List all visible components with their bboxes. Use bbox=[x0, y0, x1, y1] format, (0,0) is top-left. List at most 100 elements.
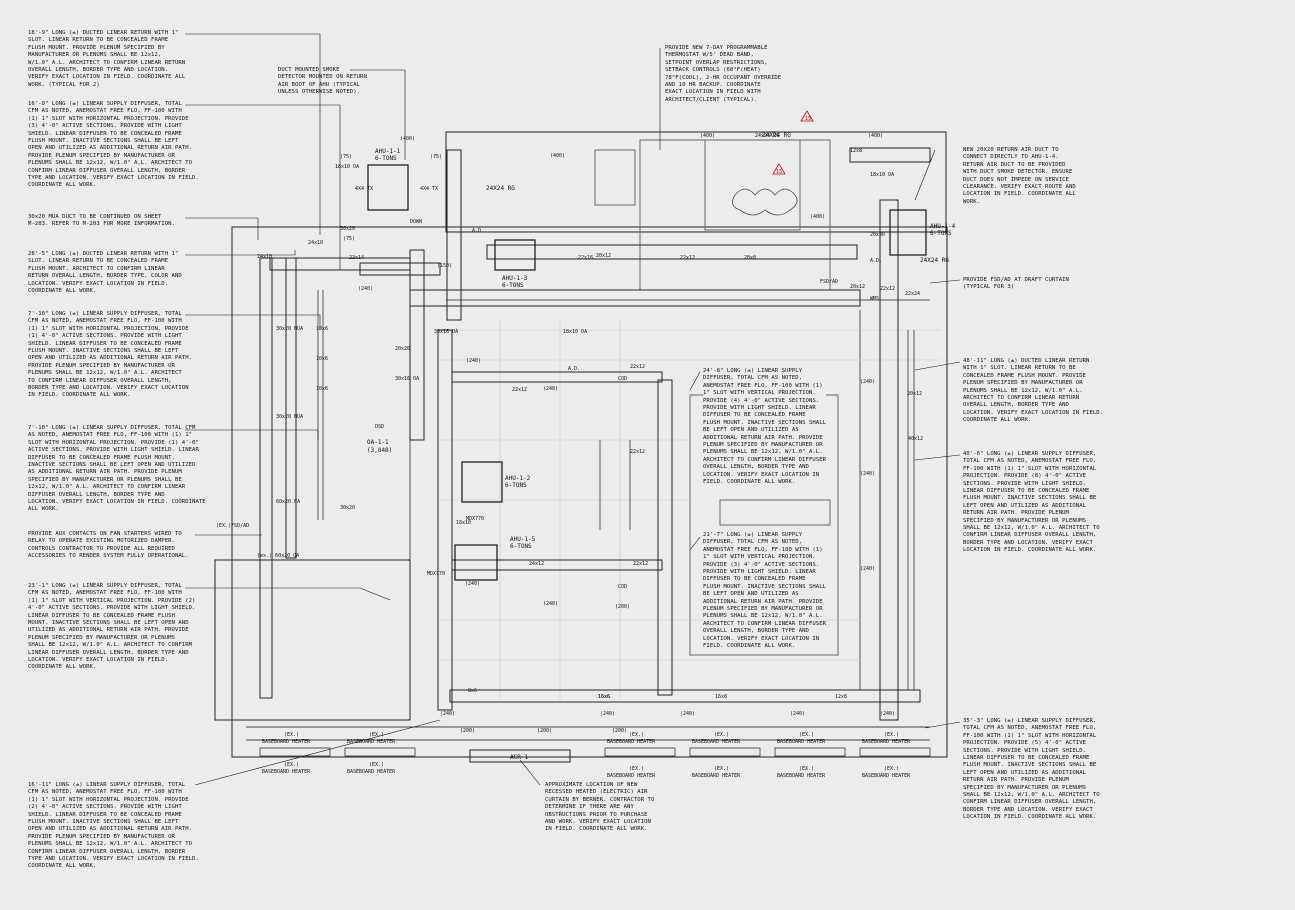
duct-size-label: 24x12 bbox=[529, 561, 544, 567]
ahu-1-3-tons: 6-TONS bbox=[502, 282, 524, 289]
duct-size-label: 12x8 bbox=[850, 148, 862, 154]
baseboard-heater-label: (EX.) bbox=[369, 762, 384, 768]
baseboard-heater-label: BASEBOARD HEATER bbox=[777, 739, 826, 745]
baseboard-heater-label: (EX.) bbox=[629, 732, 644, 738]
cfm-label: (400) bbox=[550, 153, 565, 159]
duct-size-label: 18x10 bbox=[456, 520, 471, 526]
baseboard-heater-label: (EX.) bbox=[799, 766, 814, 772]
cloud-symbol bbox=[732, 188, 798, 216]
return-grille-tag: 24X24 RG bbox=[762, 132, 791, 139]
duct-size-label: 20x12 bbox=[596, 253, 611, 259]
duct-size-label: 40x12 bbox=[908, 436, 923, 442]
baseboard-heater-label: (EX.) bbox=[884, 732, 899, 738]
ahu-1-2-tag: AHU-1-3 bbox=[502, 275, 528, 282]
duct-size-label: 18x10 OA bbox=[870, 172, 894, 178]
duct-size-label: MDX770 bbox=[466, 516, 484, 522]
duct-size-label: 30x20 MUA bbox=[276, 414, 303, 420]
note-linear-supply-24ft: 24'-8" LONG (±) LINEAR SUPPLY DIFFUSER, … bbox=[703, 368, 827, 487]
duct-size-label: 60x20 FA bbox=[276, 499, 300, 505]
cfm-label: (75) bbox=[430, 154, 442, 160]
baseboard-heater-label: (EX.) bbox=[884, 766, 899, 772]
acr-box bbox=[469, 749, 571, 763]
cfm-label: (240) bbox=[440, 711, 455, 717]
note-air-curtain: APPROXIMATE LOCATION OF NEW RECESSED HEA… bbox=[545, 782, 655, 833]
note-return-air-duct: NEW 20X20 RETURN AIR DUCT TO CONNECT DIR… bbox=[963, 147, 1076, 205]
note-thermostat: PROVIDE NEW 7-DAY PROGRAMMABLE THERMOSTA… bbox=[665, 45, 782, 103]
rear-room-inner bbox=[704, 139, 801, 231]
leader-lines bbox=[185, 33, 961, 786]
cfm-label: (150) bbox=[437, 263, 452, 269]
duct-size-label: 22x12 bbox=[633, 561, 648, 567]
baseboard-heater-label: BASEBOARD HEATER bbox=[862, 739, 911, 745]
cfm-label: (240) bbox=[543, 386, 558, 392]
acr-1-tag: ACR-1 bbox=[510, 754, 528, 761]
revision-number-2: 15 bbox=[776, 169, 782, 175]
duct-size-label: 16x6 bbox=[598, 694, 610, 700]
note-linear-supply-7ft-b: 7'-10" LONG (±) LINEAR SUPPLY DIFFUSER, … bbox=[28, 425, 206, 513]
heater-label-layer: (EX.)BASEBOARD HEATER(EX.)BASEBOARD HEAT… bbox=[262, 732, 911, 779]
note-linear-return-48ft: 48'-11" LONG (±) DUCTED LINEAR RETURN WI… bbox=[963, 358, 1104, 424]
cfm-label: (240) bbox=[358, 286, 373, 292]
shaft bbox=[594, 149, 636, 206]
duct-size-label: 20x8 bbox=[744, 255, 756, 261]
baseboard-heater-label: BASEBOARD HEATER bbox=[862, 773, 911, 779]
baseboard-heater-label: BASEBOARD HEATER bbox=[347, 739, 396, 745]
duct-size-label: 20x30 bbox=[870, 232, 885, 238]
duct-size-label: FSD/AD bbox=[820, 279, 838, 285]
cfm-label: (240) bbox=[465, 581, 480, 587]
duct-size-label: 8x6 bbox=[468, 688, 477, 694]
cfm-label: (240) bbox=[543, 601, 558, 607]
duct-size-label: 10x6 bbox=[316, 386, 328, 392]
duct-size-label: A.D. bbox=[568, 366, 580, 372]
note-linear-supply-21ft: 21'-7" LONG (±) LINEAR SUPPLY DIFFUSER, … bbox=[703, 532, 827, 651]
note-linear-supply-7ft-a: 7'-10" LONG (±) LINEAR SUPPLY DIFFUSER, … bbox=[28, 311, 193, 399]
duct-size-label: 24x24 RG bbox=[755, 133, 779, 139]
duct-size-label: 24x10 bbox=[257, 254, 272, 260]
cfm-label: (400) bbox=[400, 136, 415, 142]
duct-size-label: MDX770 bbox=[427, 571, 445, 577]
note-aux-contacts: PROVIDE AUX CONTACTS ON FAN STARTERS WIR… bbox=[28, 531, 189, 560]
duct-size-label: 22x12 bbox=[680, 255, 695, 261]
left-room bbox=[214, 559, 411, 721]
ahu-1-2-tag-center: AHU-1-2 bbox=[505, 475, 531, 482]
wms-label: WMS bbox=[870, 296, 879, 302]
baseboard-heater-label: BASEBOARD HEATER bbox=[692, 773, 741, 779]
cfm-label: (400) bbox=[700, 133, 715, 139]
duct-size-label: 20x20 bbox=[395, 346, 410, 352]
cfm-label: (200) bbox=[460, 728, 475, 734]
duct-size-label: 16x8 bbox=[715, 694, 727, 700]
ahu-units bbox=[367, 164, 927, 581]
duct-size-label: 30x20 MUA bbox=[276, 326, 303, 332]
baseboard-heater-label: BASEBOARD HEATER bbox=[607, 773, 656, 779]
baseboard-heater-label: BASEBOARD HEATER bbox=[347, 769, 396, 775]
cfm-label: (75) bbox=[340, 154, 352, 160]
duct-size-label: 12x8 bbox=[835, 694, 847, 700]
oa-1-1-cfm: (3,848) bbox=[367, 447, 392, 454]
cod-label: COD bbox=[618, 376, 627, 382]
cfm-label: (200) bbox=[537, 728, 552, 734]
duct-size-label: 10x6 bbox=[316, 326, 328, 332]
dsd-label: DSD bbox=[375, 424, 384, 430]
duct-size-label: 20x12 bbox=[850, 284, 865, 290]
duct-size-label: 18x10 OA bbox=[335, 164, 359, 170]
baseboard-heater-label: BASEBOARD HEATER bbox=[262, 769, 311, 775]
baseboard-heaters bbox=[259, 747, 931, 757]
ahu-1-1-tons: 6-TONS bbox=[375, 155, 397, 162]
duct-size-label: 30x16 OA bbox=[434, 329, 458, 335]
ahu-1-4-tons: 6-TONS bbox=[930, 230, 952, 237]
cfm-label: (75) bbox=[343, 236, 355, 242]
duct-size-label: 22x12 bbox=[880, 286, 895, 292]
duct-size-label: DOWN bbox=[410, 219, 422, 225]
duct-size-label: (ex.) 60x20 OA bbox=[257, 553, 299, 559]
rear-room bbox=[639, 139, 831, 291]
duct-size-label: A.D. bbox=[870, 258, 882, 264]
linear-diffusers bbox=[317, 290, 915, 690]
baseboard-heater-label: (EX.) bbox=[369, 732, 384, 738]
duct-size-label: A.D. bbox=[472, 228, 484, 234]
revision-number: 15 bbox=[805, 116, 811, 122]
note-linear-return-28ft: 28'-5" LONG (±) DUCTED LINEAR RETURN WIT… bbox=[28, 251, 182, 295]
cfm-label: (400) bbox=[810, 214, 825, 220]
duct-size-label: 30x20 bbox=[340, 505, 355, 511]
